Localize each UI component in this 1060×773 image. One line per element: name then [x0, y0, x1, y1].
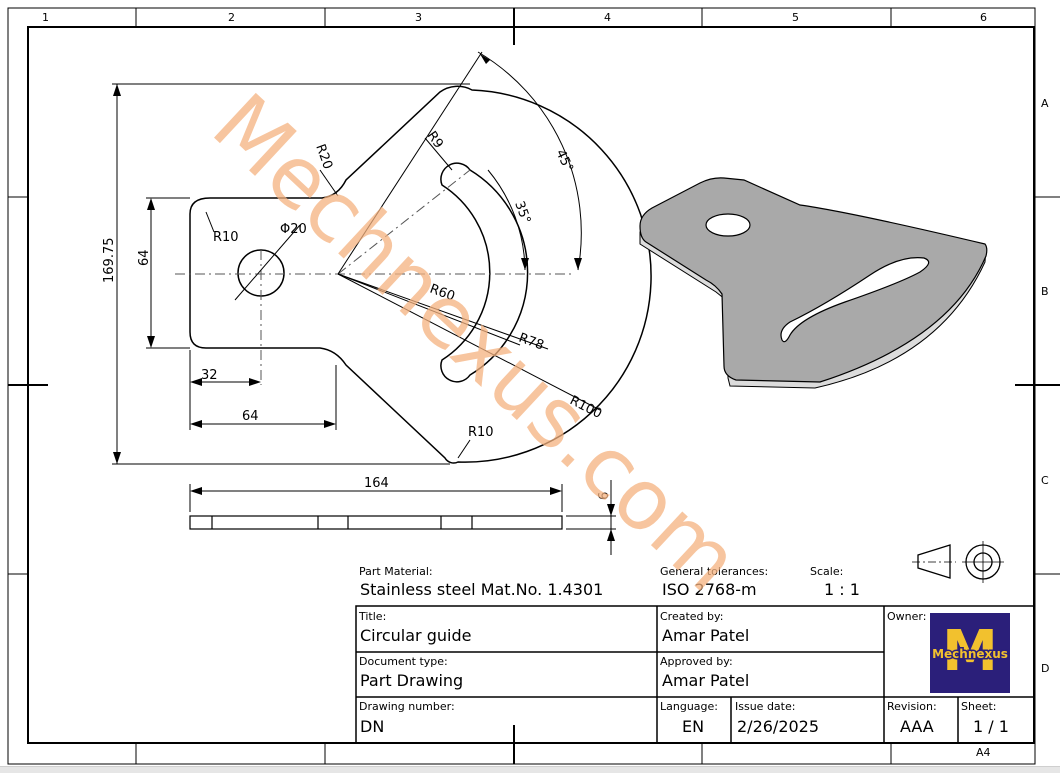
zone-col-4: 4 [604, 11, 611, 24]
dim-hole-dia: Φ20 [280, 222, 307, 237]
logo-text-outline: Mechnexus [932, 647, 1008, 661]
dim-thickness: 6 [597, 492, 612, 500]
scale-value: 1 : 1 [824, 580, 860, 599]
drawing-number-label: Drawing number: [359, 700, 455, 713]
material-value: Stainless steel Mat.No. 1.4301 [360, 580, 603, 599]
dim-width-164: 164 [364, 476, 389, 491]
approved-label: Approved by: [660, 655, 733, 668]
zone-row-b: B [1041, 285, 1049, 298]
tolerance-label: General tolerances: [660, 565, 768, 578]
dim-height-total: 169.75 [102, 238, 117, 284]
isometric-view [639, 177, 988, 389]
issue-date-label: Issue date: [735, 700, 795, 713]
owner-label: Owner: [887, 610, 926, 623]
revision-label: Revision: [887, 700, 937, 713]
centerlines [175, 169, 575, 385]
dim-r10-top: R10 [213, 230, 239, 245]
bottom-bar [0, 766, 1060, 773]
created-value: Amar Patel [662, 626, 749, 645]
edge-view [189, 515, 563, 530]
zone-row-a: A [1041, 97, 1049, 110]
zone-col-1: 1 [42, 11, 49, 24]
zone-col-2: 2 [228, 11, 235, 24]
title-label: Title: [358, 610, 386, 623]
zone-row-c: C [1041, 474, 1049, 487]
dim-height-tab: 64 [137, 249, 152, 266]
sheet-value: 1 / 1 [973, 717, 1009, 736]
approved-value: Amar Patel [662, 671, 749, 690]
zone-col-6: 6 [980, 11, 987, 24]
dim-r10-bottom: R10 [468, 425, 494, 440]
dim-angle-35: 35° [511, 199, 533, 226]
zone-ticks [8, 8, 1060, 764]
language-label: Language: [660, 700, 718, 713]
arc-slot [440, 162, 529, 383]
language-value: EN [682, 717, 704, 736]
projection-symbol [912, 541, 1004, 583]
dim-r9: R9 [424, 129, 446, 152]
iso-hole [705, 213, 751, 237]
logo-letter: M [942, 619, 998, 684]
dim-width-64: 64 [242, 409, 259, 424]
dimension-lines [112, 51, 616, 555]
created-label: Created by: [660, 610, 723, 623]
drawing-number-value: DN [360, 717, 384, 736]
doctype-label: Document type: [359, 655, 448, 668]
logo-text: Mechnexus [932, 647, 1008, 661]
zone-col-3: 3 [415, 11, 422, 24]
scale-label: Scale: [810, 565, 843, 578]
doctype-value: Part Drawing [360, 671, 463, 690]
tolerance-value: ISO 2768-m [662, 580, 757, 599]
dim-width-32: 32 [201, 368, 218, 383]
iso-slot [780, 257, 930, 343]
zone-row-d: D [1041, 662, 1049, 675]
title-block-grid [355, 605, 1035, 744]
arrowheads [113, 54, 615, 541]
issue-date-value: 2/26/2025 [737, 717, 819, 736]
paper-size: A4 [976, 746, 991, 759]
zone-col-5: 5 [792, 11, 799, 24]
material-label: Part Material: [359, 565, 433, 578]
revision-value: AAA [900, 717, 934, 736]
company-logo: M Mechnexus Mechnexus [930, 613, 1010, 693]
watermark: Mechnexus.com [194, 75, 758, 610]
sheet-label: Sheet: [961, 700, 997, 713]
title-value: Circular guide [360, 626, 471, 645]
